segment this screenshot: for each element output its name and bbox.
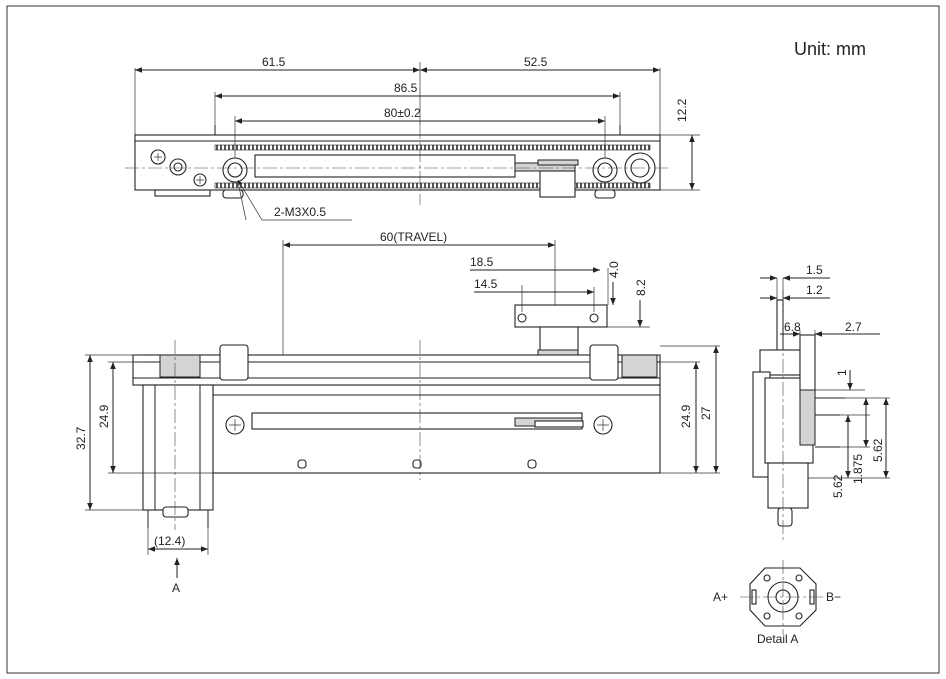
unit-label: Unit: mm	[794, 39, 866, 59]
dim-body-height-left: 24.9	[97, 404, 111, 428]
detail-a-label: Detail A	[757, 632, 798, 646]
dim-total-height: 27	[699, 406, 713, 420]
drawing-frame	[6, 5, 940, 674]
dim-motor-height: 32.7	[74, 426, 88, 450]
front-view: 60(TRAVEL) 18.5 14.5 4.0 8.2	[74, 230, 720, 595]
terminal-minus-label: B−	[826, 590, 841, 604]
dim-motor-width: (12.4)	[154, 534, 185, 548]
dim-knob-top: 4.0	[607, 261, 621, 278]
dim-side-b: 1.2	[806, 283, 823, 297]
dim-side-d: 2.7	[845, 320, 862, 334]
dim-side-a: 1.5	[806, 263, 823, 277]
top-view: 61.5 52.5 86.5 80±0.2 12.2 2-M3X0.5	[125, 55, 700, 221]
screw-callout: 2-M3X0.5	[274, 205, 326, 219]
dim-side-h: 5.62	[871, 438, 885, 462]
dim-side-f: 5.62	[831, 474, 845, 498]
dim-side-e: 1	[835, 369, 849, 376]
dim-body-height-right: 24.9	[679, 404, 693, 428]
dim-side-c: 6.8	[784, 320, 801, 334]
detail-a: A+ B− Detail A	[713, 560, 841, 646]
dim-overall-left: 61.5	[262, 55, 286, 69]
side-view: 1.5 1.2 6.8 2.7 1 5.62 1.875 5.62	[752, 263, 890, 540]
dim-knob-inner: 14.5	[474, 277, 498, 291]
dim-hole-pitch: 80±0.2	[384, 106, 421, 120]
dim-height: 12.2	[675, 98, 689, 122]
dim-mount-pitch: 86.5	[394, 81, 418, 95]
dim-knob-hole: 8.2	[634, 279, 648, 296]
dim-knob-outer: 18.5	[470, 255, 494, 269]
dim-travel: 60(TRAVEL)	[380, 230, 447, 244]
view-arrow-label: A	[172, 581, 180, 595]
terminal-plus-label: A+	[713, 590, 728, 604]
dim-overall-right: 52.5	[524, 55, 548, 69]
dim-side-g: 1.875	[851, 454, 865, 484]
